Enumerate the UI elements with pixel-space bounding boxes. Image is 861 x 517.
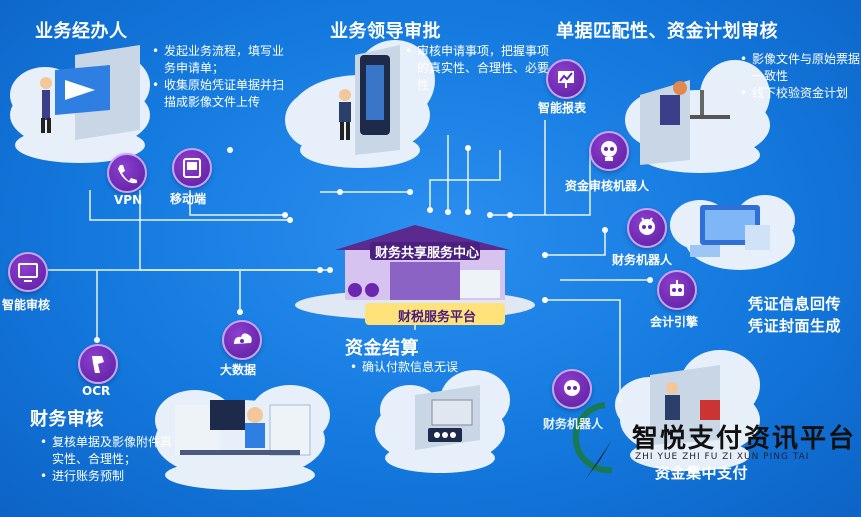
finance-robot-icon (627, 208, 667, 248)
leader-bullets: 审核申请事项，把握事项的真实性、合理性、必要性 (405, 43, 557, 94)
handler-bullets: 发起业务流程，填写业务申请单； 收集原始凭证单据并扫描成影像文件上传 (152, 43, 284, 111)
finance-robot-label: 财务机器人 (612, 253, 673, 267)
leader-scene (339, 45, 400, 155)
docmatch-bullets: 影像文件与原始票据一致性 线下校验资金计划 (740, 51, 860, 102)
settlement-scene (415, 385, 480, 450)
handler-bullet-1: 发起业务流程，填写业务申请单； (152, 43, 284, 77)
audit-bullet-1: 复核单据及影像附件真实性、合理性； (40, 434, 172, 468)
watermark-text: 智悦支付资讯平台 (632, 424, 857, 454)
ocr-icon (78, 344, 118, 384)
centralized-scene (650, 365, 720, 445)
audit-bullets: 复核单据及影像附件真实性、合理性； 进行账务预制 (40, 434, 172, 485)
handler-bullet-2: 收集原始凭证单据并扫描成影像文件上传 (152, 77, 284, 111)
centralized-title: 资金集中支付 (655, 464, 749, 482)
watermark-logo (572, 402, 613, 480)
smart-audit-icon (8, 252, 48, 292)
big-data-label: 大数据 (220, 363, 257, 377)
voucher-line-2: 凭证封面生成 (748, 317, 842, 335)
fund-robot-icon (589, 131, 629, 171)
audit-bullet-2: 进行账务预制 (40, 468, 172, 485)
voucher-line-1: 凭证信息回传 (748, 295, 842, 313)
audit-scene (175, 400, 311, 456)
finance-robot-2-label: 财务机器人 (543, 417, 604, 431)
voucher-scene (690, 205, 770, 257)
watermark-sub: ZHI YUE ZHI FU ZI XUN PING TAI (635, 452, 810, 462)
leader-bullet-1: 审核申请事项，把握事项的真实性、合理性、必要性 (405, 43, 557, 94)
docmatch-scene (640, 80, 730, 165)
service-center-title: 财务共享服务中心 (375, 246, 480, 261)
docmatch-bullet-1: 影像文件与原始票据一致性 (740, 51, 860, 85)
settlement-title: 资金结算 (345, 338, 419, 359)
handler-title: 业务经办人 (35, 21, 128, 42)
smart-report-label: 智能报表 (538, 101, 587, 115)
ocr-label: OCR (82, 384, 111, 398)
tax-platform-label: 财税服务平台 (398, 310, 477, 325)
mobile-label: 移动端 (170, 192, 207, 206)
finance-robot-2-icon (552, 369, 592, 409)
smart-audit-label: 智能审核 (2, 298, 51, 312)
audit-title: 财务审核 (30, 409, 104, 430)
settlement-bullets: 确认付款信息无误 (350, 359, 458, 376)
mobile-icon (172, 148, 212, 188)
vpn-label: VPN (114, 193, 143, 207)
big-data-icon (222, 320, 262, 360)
settlement-bullet-1: 确认付款信息无误 (350, 359, 458, 376)
accounting-engine-icon (657, 270, 697, 310)
accounting-engine-label: 会计引擎 (650, 315, 699, 329)
docmatch-bullet-2: 线下校验资金计划 (740, 85, 860, 102)
fund-robot-label: 资金审核机器人 (565, 179, 650, 193)
docmatch-title: 单据匹配性、资金计划审核 (556, 21, 778, 42)
handler-scene (40, 45, 140, 140)
leader-title: 业务领导审批 (330, 21, 441, 42)
service-center-house (295, 225, 535, 325)
vpn-icon (107, 153, 147, 193)
